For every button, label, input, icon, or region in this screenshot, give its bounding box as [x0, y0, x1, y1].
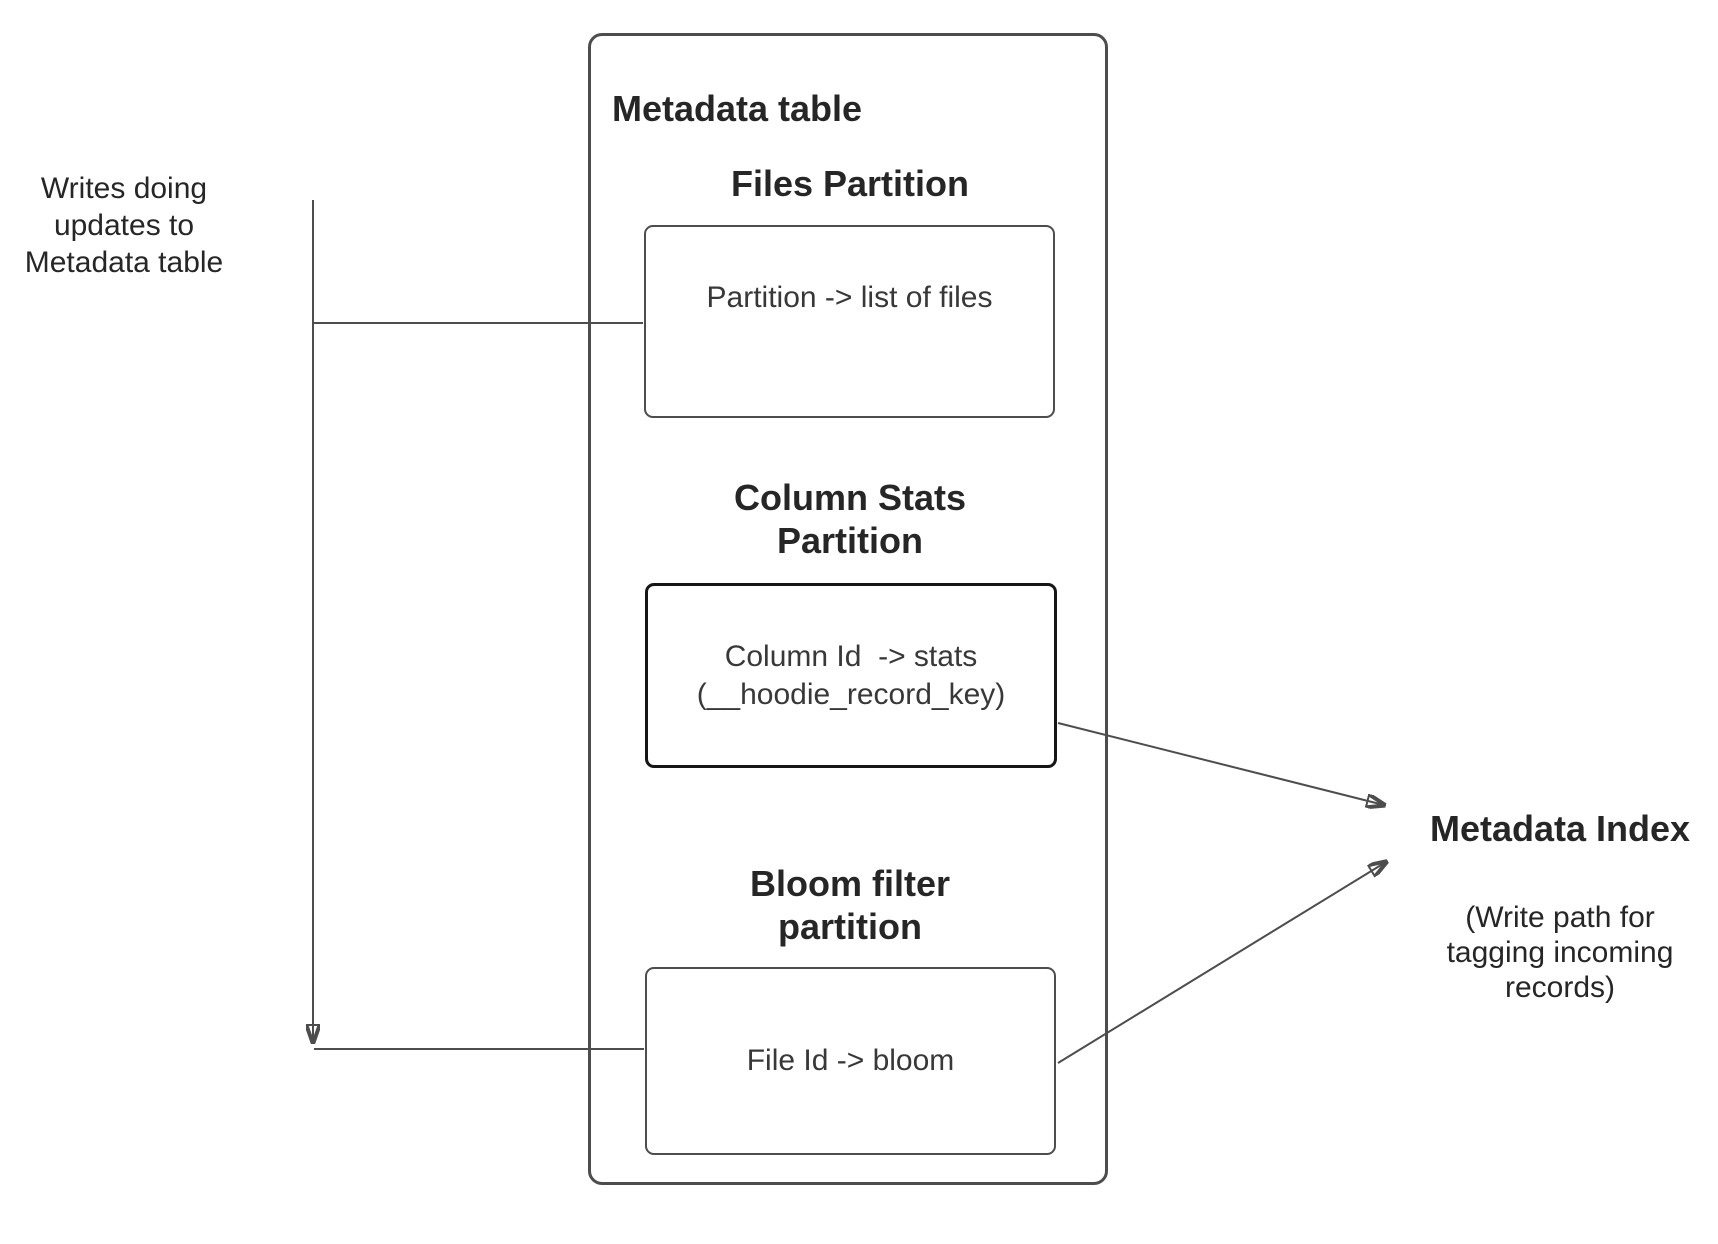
metadata-table-title: Metadata table — [612, 88, 863, 129]
metadata-index-title: Metadata Index — [1429, 808, 1691, 849]
writes-note-line: updates to — [53, 209, 195, 242]
bloom-filter-partition-heading: Bloom filter partition — [644, 862, 1056, 948]
bloom-filter-partition-box: File Id -> bloom — [645, 967, 1056, 1155]
writes-note-line: Writes doing — [40, 172, 208, 205]
metadata-index-subtitle-line: records) — [1504, 971, 1616, 1004]
files-partition-box: Partition -> list of files — [644, 225, 1055, 418]
writes-note-line: Metadata table — [24, 246, 224, 279]
writes-note: Writes doing updates to Metadata table — [8, 170, 240, 281]
bloom-heading-line: partition — [778, 906, 922, 947]
column-stats-heading-line: Column Stats — [733, 477, 966, 518]
column-stats-partition-box: Column Id -> stats (__hoodie_record_key) — [645, 583, 1057, 768]
bloom-heading-line: Bloom filter — [749, 863, 950, 904]
column-stats-heading-line: Partition — [776, 520, 923, 561]
column-stats-body-line: Column Id -> stats — [724, 639, 978, 673]
metadata-index-subtitle: (Write path for tagging incoming records… — [1392, 900, 1718, 1005]
column-stats-body-line: (__hoodie_record_key) — [696, 677, 1006, 711]
files-partition-heading: Files Partition — [730, 163, 970, 204]
files-partition-body: Partition -> list of files — [706, 281, 993, 314]
metadata-index-subtitle-line: tagging incoming — [1446, 936, 1674, 969]
bloom-partition-body: File Id -> bloom — [746, 1044, 955, 1077]
metadata-index-subtitle-line: (Write path for — [1465, 901, 1655, 934]
column-stats-partition-heading: Column Stats Partition — [644, 476, 1056, 562]
